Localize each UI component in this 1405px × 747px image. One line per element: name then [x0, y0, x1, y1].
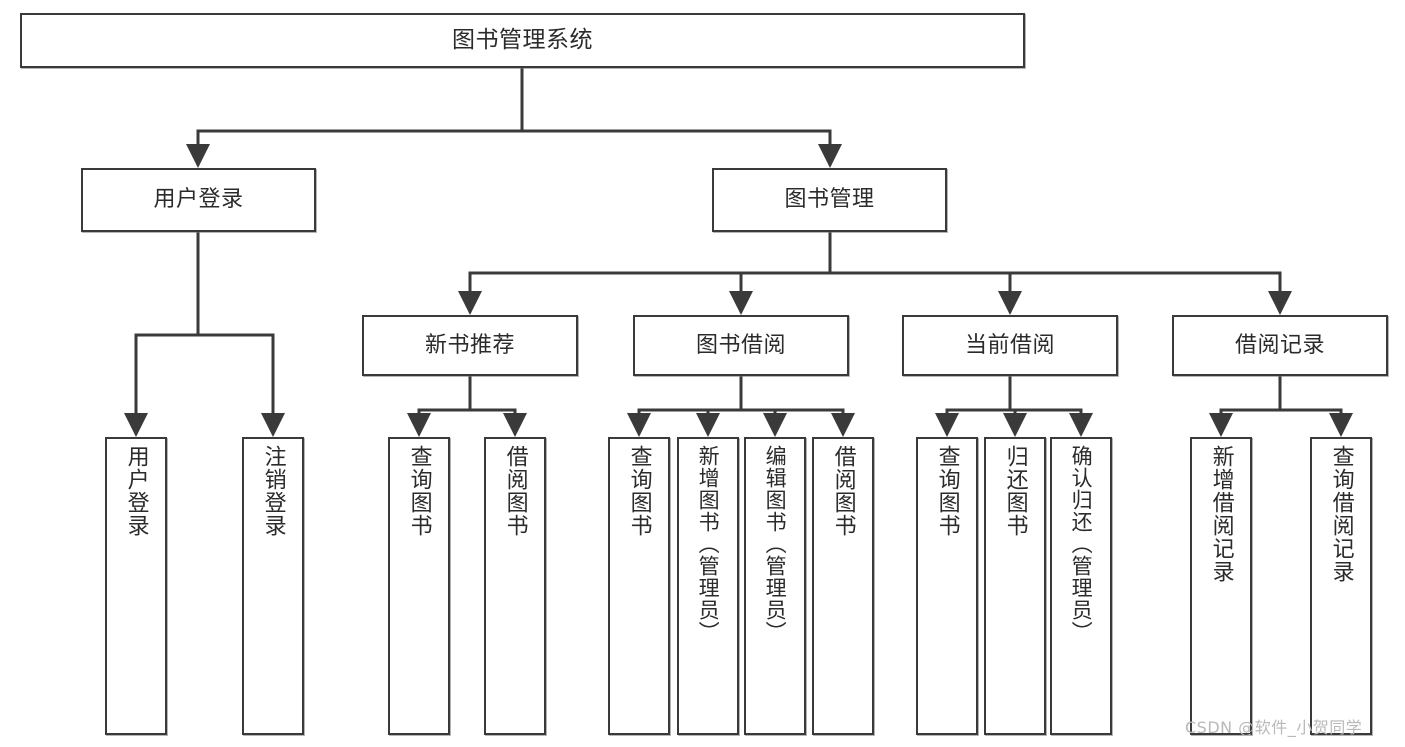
leaf-add-borrow-record[interactable]: 新增借阅记录	[1190, 437, 1252, 735]
node-current-borrow-label: 当前借阅	[964, 332, 1055, 358]
node-root[interactable]: 图书管理系统	[20, 13, 1025, 68]
node-new-book-recommend[interactable]: 新书推荐	[362, 315, 578, 376]
watermark: CSDN @软件_小贺同学	[1185, 718, 1363, 737]
leaf-borrow-book-nb-label: 借阅图书	[502, 445, 528, 537]
node-borrow-record-label: 借阅记录	[1234, 332, 1325, 358]
leaf-edit-book-admin-label: 编辑图书（管理员）	[763, 445, 788, 643]
leaf-edit-book-admin[interactable]: 编辑图书（管理员）	[744, 437, 806, 735]
leaf-query-borrow-record[interactable]: 查询借阅记录	[1310, 437, 1372, 735]
leaf-borrow-book-bb-label: 借阅图书	[830, 445, 856, 537]
node-current-borrow[interactable]: 当前借阅	[902, 315, 1118, 376]
leaf-query-book-cb-label: 查询图书	[934, 445, 960, 537]
leaf-add-book-admin[interactable]: 新增图书（管理员）	[677, 437, 739, 735]
node-borrow-record[interactable]: 借阅记录	[1172, 315, 1388, 376]
leaf-return-book-label: 归还图书	[1002, 445, 1028, 537]
node-book-borrow[interactable]: 图书借阅	[633, 315, 849, 376]
node-root-label: 图书管理系统	[452, 26, 593, 53]
leaf-add-borrow-record-label: 新增借阅记录	[1208, 445, 1234, 583]
leaf-query-book-bb[interactable]: 查询图书	[608, 437, 670, 735]
leaf-query-book-bb-label: 查询图书	[626, 445, 652, 537]
leaf-query-book-cb[interactable]: 查询图书	[916, 437, 978, 735]
leaf-return-book[interactable]: 归还图书	[984, 437, 1046, 735]
node-new-book-recommend-label: 新书推荐	[424, 332, 515, 358]
leaf-query-borrow-record-label: 查询借阅记录	[1328, 445, 1354, 583]
leaf-confirm-return-admin-label: 确认归还（管理员）	[1069, 445, 1094, 643]
node-book-borrow-label: 图书借阅	[695, 332, 786, 358]
node-user-login[interactable]: 用户登录	[81, 168, 316, 232]
node-user-login-label: 用户登录	[153, 187, 244, 213]
leaf-borrow-book-nb[interactable]: 借阅图书	[484, 437, 546, 735]
leaf-add-book-admin-label: 新增图书（管理员）	[696, 445, 721, 643]
leaf-borrow-book-bb[interactable]: 借阅图书	[812, 437, 874, 735]
leaf-logout-label: 注销登录	[260, 445, 286, 537]
leaf-query-book-nb[interactable]: 查询图书	[388, 437, 450, 735]
leaf-logout[interactable]: 注销登录	[242, 437, 304, 735]
leaf-user-login[interactable]: 用户登录	[105, 437, 167, 735]
leaf-user-login-label: 用户登录	[123, 445, 149, 537]
node-book-manage-label: 图书管理	[784, 187, 875, 213]
node-book-manage[interactable]: 图书管理	[712, 168, 947, 232]
leaf-confirm-return-admin[interactable]: 确认归还（管理员）	[1050, 437, 1112, 735]
leaf-query-book-nb-label: 查询图书	[406, 445, 432, 537]
